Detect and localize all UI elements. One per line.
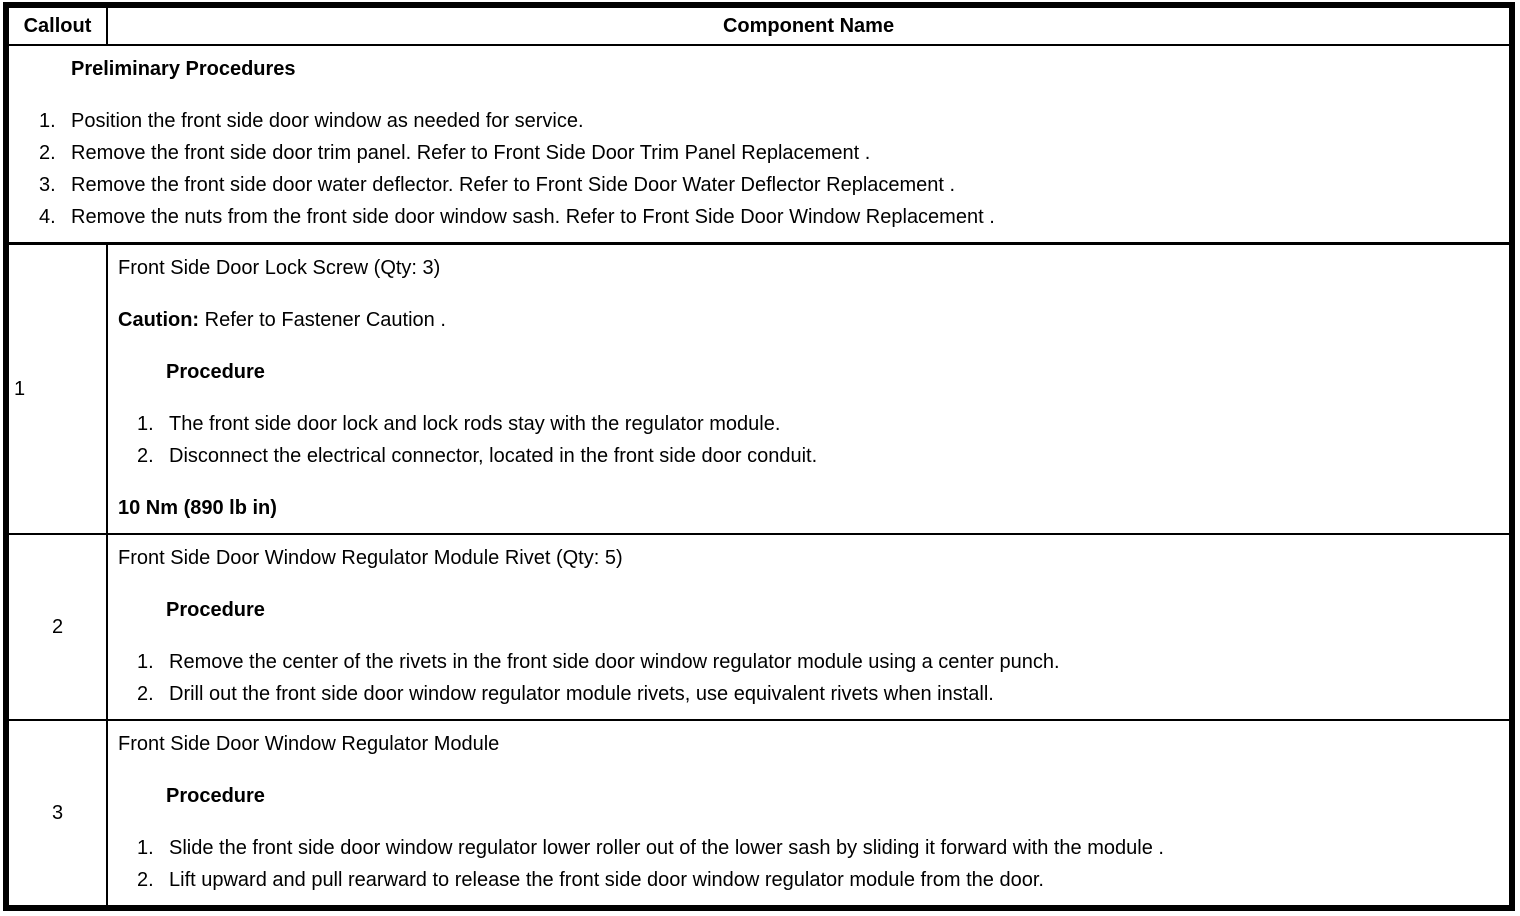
procedure-step: The front side door lock and lock rods s… xyxy=(137,408,781,440)
component-callout-table: Callout Component Name Preliminary Proce… xyxy=(3,2,1515,911)
preliminary-steps-list: Position the front side door window as n… xyxy=(31,105,1499,233)
table-row: 1 Front Side Door Lock Screw (Qty: 3) Ca… xyxy=(5,242,1513,535)
caution-text: Refer to Fastener Caution . xyxy=(199,309,446,331)
callout-number: 3 xyxy=(5,719,108,909)
callout-number: 2 xyxy=(5,533,108,721)
preliminary-step: Remove the nuts from the front side door… xyxy=(39,201,995,233)
procedure-steps-list: Remove the center of the rivets in the f… xyxy=(118,646,1499,710)
table-row: 2 Front Side Door Window Regulator Modul… xyxy=(5,533,1513,721)
procedure-heading: Procedure xyxy=(166,785,265,807)
component-name-column-header: Component Name xyxy=(106,4,1513,46)
procedure-step: Lift upward and pull rearward to release… xyxy=(137,864,1044,896)
table-header-row: Callout Component Name xyxy=(5,4,1513,46)
callout-column-header: Callout xyxy=(5,4,108,46)
procedure-step: Disconnect the electrical connector, loc… xyxy=(137,440,818,472)
caution-label: Caution: xyxy=(118,309,200,331)
preliminary-step: Remove the front side door trim panel. R… xyxy=(39,137,871,169)
procedure-heading: Procedure xyxy=(166,361,265,383)
callout-number: 1 xyxy=(5,242,108,535)
procedure-step: Remove the center of the rivets in the f… xyxy=(137,646,1060,678)
preliminary-step: Position the front side door window as n… xyxy=(39,105,584,137)
preliminary-step: Remove the front side door water deflect… xyxy=(39,169,956,201)
component-name: Front Side Door Window Regulator Module … xyxy=(118,547,623,569)
table-row: 3 Front Side Door Window Regulator Modul… xyxy=(5,719,1513,909)
procedure-steps-list: The front side door lock and lock rods s… xyxy=(118,408,1499,472)
procedure-step: Drill out the front side door window reg… xyxy=(137,678,994,710)
component-cell: Front Side Door Window Regulator Module … xyxy=(106,719,1513,909)
procedure-steps-list: Slide the front side door window regulat… xyxy=(118,832,1499,896)
preliminary-procedures-title: Preliminary Procedures xyxy=(71,58,296,80)
caution-note: Caution: Refer to Fastener Caution . xyxy=(118,304,1499,336)
component-name: Front Side Door Window Regulator Module xyxy=(118,733,500,755)
component-cell: Front Side Door Window Regulator Module … xyxy=(106,533,1513,721)
preliminary-procedures-cell: Preliminary Procedures Position the fron… xyxy=(5,44,1513,245)
procedure-heading: Procedure xyxy=(166,599,265,621)
procedure-step: Slide the front side door window regulat… xyxy=(137,832,1164,864)
preliminary-procedures-row: Preliminary Procedures Position the fron… xyxy=(5,44,1513,245)
component-name: Front Side Door Lock Screw (Qty: 3) xyxy=(118,257,441,279)
torque-spec: 10 Nm (890 lb in) xyxy=(118,497,277,519)
component-cell: Front Side Door Lock Screw (Qty: 3) Caut… xyxy=(106,242,1513,535)
